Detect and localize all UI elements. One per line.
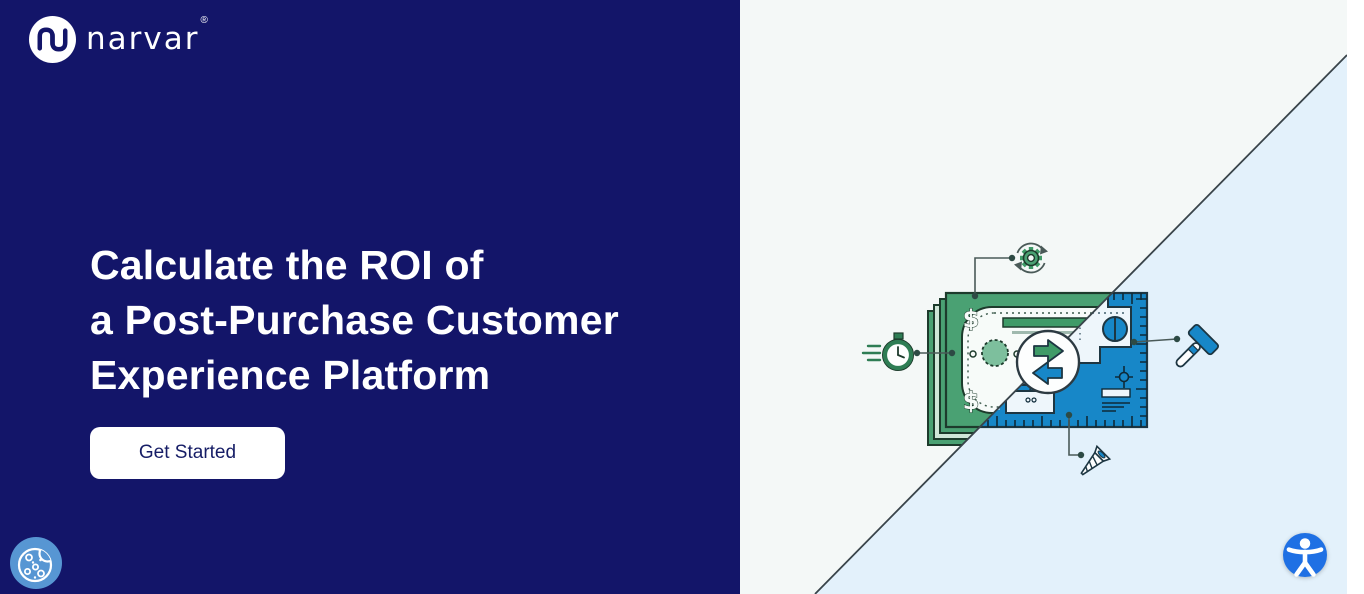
connector-dots	[913, 254, 1181, 459]
crosshair-detail	[1115, 366, 1133, 388]
diagonal-divider	[814, 54, 1347, 594]
exchange-arrows-icon	[1015, 329, 1081, 395]
title-line-3: Experience Platform	[90, 352, 491, 398]
get-started-button[interactable]: Get Started	[90, 427, 285, 479]
accessibility-person-icon	[1286, 538, 1324, 577]
screw-icon	[1080, 444, 1112, 476]
hero-panel: narvar® Calculate the ROI of a Post-Purc…	[0, 0, 740, 594]
connector-lines	[917, 257, 1178, 456]
accessibility-button[interactable]	[1283, 533, 1327, 577]
page-title: Calculate the ROI of a Post-Purchase Cus…	[90, 238, 619, 403]
sync-gear-icon	[1014, 242, 1048, 274]
dollar-sign-top: $	[963, 305, 980, 333]
illustration-panel: $ $	[740, 0, 1347, 594]
cookie-icon	[17, 547, 53, 583]
narvar-wordmark: narvar®	[86, 15, 208, 57]
narvar-logo[interactable]: narvar®	[29, 15, 208, 63]
stopwatch-icon	[861, 332, 915, 371]
roi-illustration: $ $	[740, 0, 1347, 594]
hammer-icon	[1175, 324, 1219, 368]
dollar-sign-bottom: $	[963, 387, 980, 415]
right-margin	[1347, 0, 1364, 594]
cookie-consent-button[interactable]	[10, 537, 62, 589]
narvar-logo-mark-icon	[37, 27, 68, 52]
title-line-2: a Post-Purchase Customer	[90, 297, 619, 343]
wordmark-text: narvar	[86, 21, 200, 57]
registered-mark: ®	[200, 15, 208, 26]
title-line-1: Calculate the ROI of	[90, 242, 484, 288]
narvar-logo-mark	[29, 16, 76, 63]
